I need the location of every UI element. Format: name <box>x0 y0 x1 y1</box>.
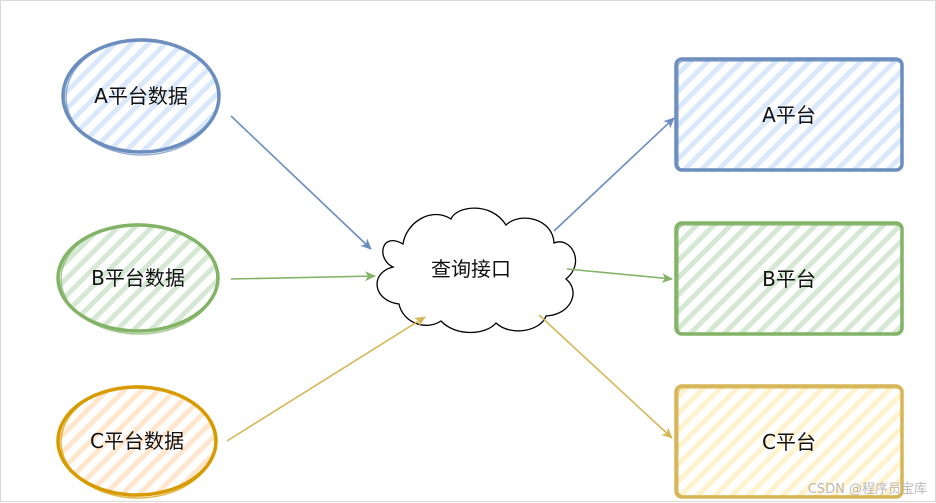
target-a-label: A平台 <box>762 103 816 127</box>
target-node-b: B平台 <box>674 221 904 336</box>
source-c-label: C平台数据 <box>90 429 184 453</box>
source-b-label: B平台数据 <box>91 266 185 290</box>
source-node-b: B平台数据 <box>56 223 220 335</box>
arrow-b-to-hub <box>230 271 376 282</box>
arrow-hub-to-c <box>538 314 673 439</box>
watermark: CSDN @程序员宝库 <box>807 482 927 497</box>
query-interface-cloud: 查询接口 <box>376 207 577 334</box>
source-node-c: C平台数据 <box>56 385 218 499</box>
arrow-c-to-hub <box>226 316 426 442</box>
source-a-label: A平台数据 <box>94 84 188 108</box>
target-node-a: A平台 <box>674 57 904 172</box>
target-c-label: C平台 <box>762 430 816 454</box>
arrow-hub-to-b <box>566 268 673 284</box>
arrow-a-to-hub <box>230 115 372 250</box>
arrow-hub-to-a <box>553 117 675 232</box>
source-node-a: A平台数据 <box>61 38 221 156</box>
hub-label: 查询接口 <box>431 257 511 281</box>
target-b-label: B平台 <box>762 267 816 291</box>
target-node-c: C平台 <box>674 384 904 499</box>
